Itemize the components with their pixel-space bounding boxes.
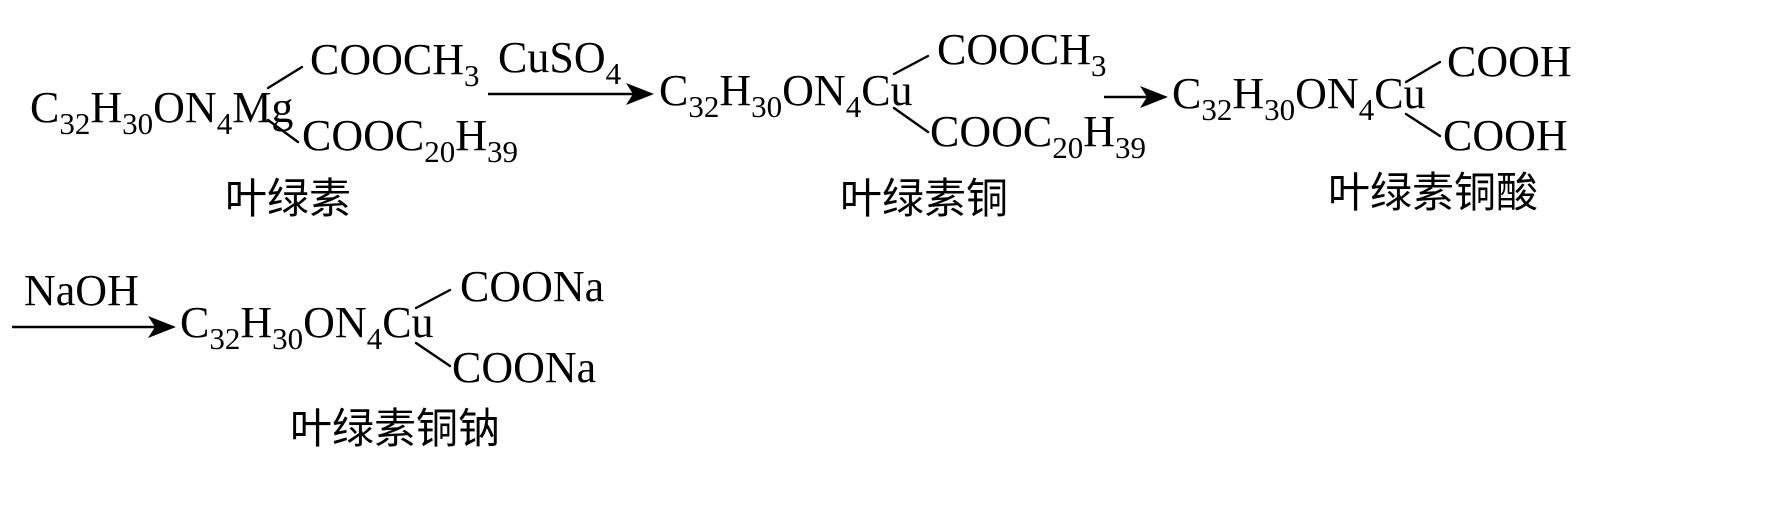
- bond-upper: [414, 288, 452, 310]
- sodium-copper-chlorophyllin-bottom-group: COONa: [452, 343, 596, 392]
- arrow-step2: [1104, 86, 1168, 108]
- arrowhead-2: [1140, 86, 1168, 108]
- reagent-naoh: NaOH: [24, 266, 139, 315]
- arrow-step3: NaOH: [12, 266, 176, 338]
- bond-lower: [1404, 112, 1442, 138]
- compound-sodium-copper-chlorophyllin: C32H30ON4Cu COONa COONa 叶绿素铜钠: [180, 262, 604, 453]
- bond-upper: [892, 54, 930, 76]
- sodium-copper-chlorophyllin-top-group: COONa: [460, 262, 604, 311]
- bond-lower: [266, 118, 300, 144]
- chlorophyll-formula: C32H30ON4Mg: [30, 83, 293, 141]
- arrowhead-3: [148, 316, 176, 338]
- bond-lower: [892, 106, 930, 134]
- compound-copper-chlorophyllin-acid: C32H30ON4Cu COOH COOH 叶绿素铜酸: [1172, 37, 1572, 217]
- bond-upper: [266, 65, 304, 90]
- bond-upper: [1404, 60, 1442, 84]
- arrow-step1: CuSO4: [488, 33, 654, 105]
- copper-chlorophyll-bottom-group: COOC20H39: [930, 107, 1146, 165]
- copper-chlorophyllin-acid-name: 叶绿素铜酸: [1328, 168, 1538, 217]
- chlorophyll-bottom-group: COOC20H39: [302, 111, 518, 169]
- sodium-copper-chlorophyllin-name: 叶绿素铜钠: [290, 404, 500, 453]
- copper-chlorophyll-name: 叶绿素铜: [840, 174, 1008, 223]
- copper-chlorophyllin-acid-top-group: COOH: [1447, 37, 1572, 86]
- arrowhead-1: [626, 83, 654, 105]
- compound-chlorophyll: C32H30ON4Mg COOCH3 COOC20H39 叶绿素: [30, 35, 518, 223]
- compound-copper-chlorophyll: C32H30ON4Cu COOCH3 COOC20H39 叶绿素铜: [659, 25, 1146, 223]
- copper-chlorophyllin-acid-formula: C32H30ON4Cu: [1172, 69, 1426, 127]
- reagent-cuso4: CuSO4: [498, 33, 622, 91]
- copper-chlorophyll-formula: C32H30ON4Cu: [659, 66, 913, 124]
- bond-lower: [414, 341, 452, 368]
- copper-chlorophyll-top-group: COOCH3: [937, 25, 1107, 83]
- sodium-copper-chlorophyllin-formula: C32H30ON4Cu: [180, 298, 434, 356]
- copper-chlorophyllin-acid-bottom-group: COOH: [1443, 111, 1568, 160]
- chlorophyll-name: 叶绿素: [225, 174, 351, 223]
- chlorophyll-top-group: COOCH3: [310, 35, 480, 93]
